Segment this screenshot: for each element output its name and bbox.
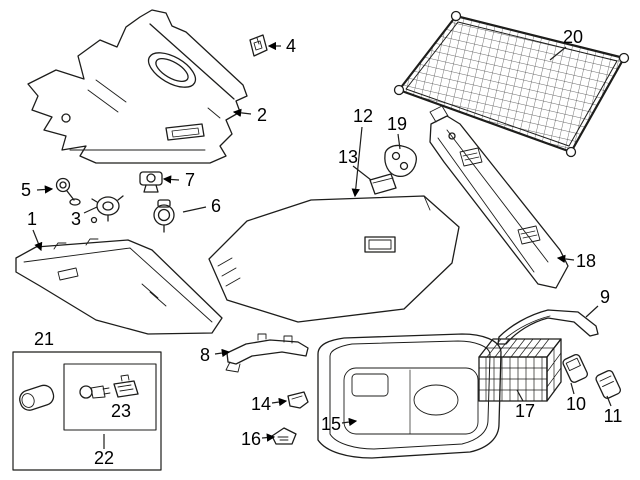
leader-line-10 xyxy=(570,382,575,395)
part-callout-10[interactable]: 10 xyxy=(565,394,587,414)
leader-line-9 xyxy=(585,305,599,318)
part-2-drawing xyxy=(27,9,248,164)
part-callout-22[interactable]: 22 xyxy=(93,448,115,468)
leader-line-14 xyxy=(271,397,288,407)
part-3-drawing xyxy=(90,195,124,224)
leader-line-13 xyxy=(352,165,372,181)
part-callout-19[interactable]: 19 xyxy=(386,114,408,134)
part-12-drawing xyxy=(208,195,460,323)
part-callout-20[interactable]: 20 xyxy=(562,27,584,47)
part-14-drawing xyxy=(287,391,309,409)
part-15-drawing xyxy=(317,333,502,459)
leader-line-18 xyxy=(556,254,575,264)
part-18-drawing xyxy=(429,105,569,289)
leader-line-12 xyxy=(351,126,363,198)
leader-line-6 xyxy=(182,206,207,213)
part-callout-9[interactable]: 9 xyxy=(599,287,611,307)
part-callout-17[interactable]: 17 xyxy=(514,401,536,421)
part-19-drawing xyxy=(384,144,418,178)
part-5-drawing xyxy=(55,177,81,206)
part-callout-11[interactable]: 11 xyxy=(603,406,623,426)
leader-line-16 xyxy=(261,433,276,442)
leader-line-7 xyxy=(162,175,180,184)
part-callout-23[interactable]: 23 xyxy=(110,401,132,421)
part-13-drawing xyxy=(369,173,397,195)
leader-line-17 xyxy=(516,389,524,402)
part-callout-1[interactable]: 1 xyxy=(26,209,38,229)
leader-line-3 xyxy=(83,206,98,214)
part-callout-13[interactable]: 13 xyxy=(337,147,359,167)
part-callout-6[interactable]: 6 xyxy=(210,196,222,216)
leader-line-2 xyxy=(232,108,252,118)
part-callout-5[interactable]: 5 xyxy=(20,180,32,200)
part-callout-14[interactable]: 14 xyxy=(250,394,272,414)
leader-line-15 xyxy=(341,417,358,427)
part-callout-16[interactable]: 16 xyxy=(240,429,262,449)
part-callout-3[interactable]: 3 xyxy=(70,209,82,229)
part-4-drawing xyxy=(249,34,268,57)
leader-line-11 xyxy=(606,395,612,407)
part-7-drawing xyxy=(139,171,163,193)
part-callout-4[interactable]: 4 xyxy=(285,36,297,56)
part-16-drawing xyxy=(271,427,297,445)
leader-line-8 xyxy=(214,348,231,358)
part-9-drawing xyxy=(497,309,599,345)
part-callout-12[interactable]: 12 xyxy=(352,106,374,126)
part-17-drawing xyxy=(478,338,562,402)
leader-line-19 xyxy=(397,133,401,150)
part-callout-7[interactable]: 7 xyxy=(184,170,196,190)
part-callout-2[interactable]: 2 xyxy=(256,105,268,125)
leader-line-1 xyxy=(32,229,43,252)
part-callout-8[interactable]: 8 xyxy=(199,345,211,365)
part-10-drawing xyxy=(562,353,588,383)
part-1-drawing xyxy=(15,238,223,335)
leader-line-20 xyxy=(549,46,567,61)
part-callout-18[interactable]: 18 xyxy=(575,251,597,271)
inset-box-21-drawing xyxy=(12,351,162,471)
part-callout-21[interactable]: 21 xyxy=(33,329,55,349)
part-8-drawing xyxy=(225,333,309,373)
part-6-drawing xyxy=(153,199,175,233)
part-11-drawing xyxy=(595,369,621,399)
part-callout-15[interactable]: 15 xyxy=(320,414,342,434)
leader-line-5 xyxy=(36,185,54,194)
